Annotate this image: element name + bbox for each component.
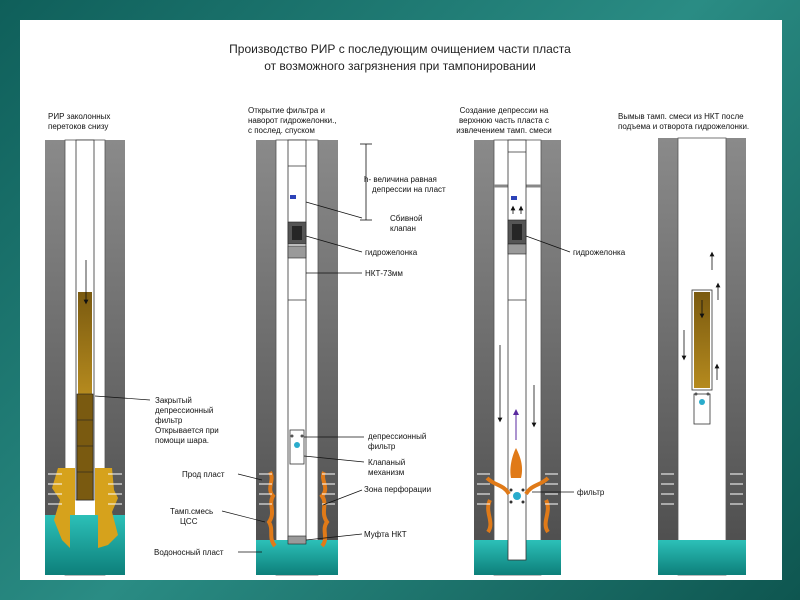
cement-right: [541, 140, 561, 575]
mix-column: [694, 292, 710, 388]
coupling-label: Муфта НКТ: [364, 530, 407, 539]
closed-filter: [76, 393, 94, 501]
depression-filter: [693, 393, 711, 425]
water-layer-label: Водоносный пласт: [154, 548, 224, 557]
ball: [294, 442, 300, 448]
hydro-bailer-label: гидрожелонка: [365, 248, 418, 257]
well-3: [474, 139, 561, 576]
ball: [513, 492, 521, 500]
ball: [699, 399, 705, 405]
cement-right: [726, 138, 746, 575]
cement-left: [45, 140, 65, 575]
mix-column: [78, 292, 92, 394]
cement-right: [318, 140, 338, 575]
title-line-2: от возможного загрязнения при тампониров…: [264, 59, 536, 73]
tamp-mix: [52, 468, 118, 548]
tubing-coupling: [287, 535, 307, 545]
marker-blue: [290, 195, 296, 199]
oil-rise: [510, 448, 523, 478]
prod-layer-label: Прод пласт: [182, 470, 225, 479]
filter-label: фильтр: [577, 488, 605, 497]
cement-left: [474, 140, 494, 575]
title-line-1: Производство РИР с последующим очищением…: [229, 42, 571, 56]
well-2: [256, 139, 372, 576]
well-1: [45, 139, 125, 576]
perf-zone-label: Зона перфорации: [364, 485, 432, 494]
cement-left: [658, 138, 678, 575]
leader-lines: [94, 201, 574, 553]
hydro-bailer-2-label: гидрожелонка: [573, 248, 626, 257]
cement-right: [105, 140, 125, 575]
marker-blue: [511, 196, 517, 200]
tubing-label: НКТ-73мм: [365, 269, 403, 278]
cement-left: [256, 140, 276, 575]
tubing: [287, 139, 307, 541]
water-layer: [256, 540, 338, 575]
slide: [20, 20, 782, 580]
well-4: [658, 137, 746, 576]
water-layer: [658, 540, 746, 575]
